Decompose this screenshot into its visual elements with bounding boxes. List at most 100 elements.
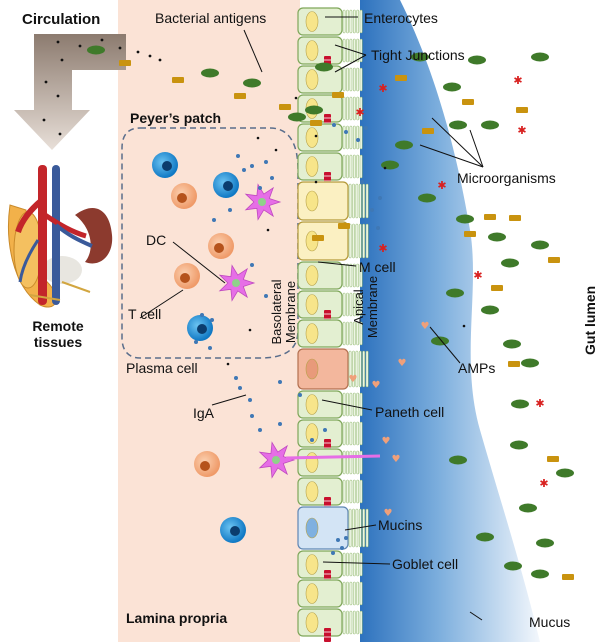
microvillus <box>349 263 353 288</box>
enterocyte <box>297 608 343 637</box>
microvillus <box>355 223 359 259</box>
microvillus <box>349 125 353 150</box>
microvillus <box>362 350 366 388</box>
antigen-dot <box>266 228 270 232</box>
iga-dot <box>331 551 335 555</box>
remote-tissues-illustration <box>8 165 113 308</box>
microorganism-green <box>504 561 522 571</box>
microvillus <box>342 479 346 504</box>
pathogen-red: ✱ <box>437 179 446 192</box>
microvillus <box>349 552 353 577</box>
microvillus <box>356 479 360 504</box>
microvillus <box>356 67 360 92</box>
microvillus <box>342 292 346 317</box>
bacterium-gold <box>338 223 350 229</box>
microvillus <box>349 421 353 446</box>
microvillus <box>356 9 360 34</box>
microvillus <box>342 321 346 346</box>
microvillus <box>352 263 356 288</box>
microvillus <box>346 421 349 446</box>
mucins-label: Mucins <box>378 517 423 533</box>
microvillus <box>346 292 349 317</box>
bacterium-gold <box>279 104 291 110</box>
basolateral-line1: Basolateral <box>269 279 284 345</box>
circulation-arrow <box>14 34 126 150</box>
cell-nucleus <box>305 127 319 148</box>
microvillus <box>356 292 360 317</box>
microvillus <box>352 350 355 388</box>
microvillus <box>346 610 349 635</box>
plasma-cell <box>187 315 213 341</box>
apical-membrane-label: Apical Membrane <box>351 262 380 352</box>
microvillus <box>349 479 353 504</box>
microvillus <box>356 38 360 63</box>
microorganism-green <box>531 240 549 250</box>
microvillus <box>352 392 356 417</box>
microvillus <box>356 610 360 635</box>
microvillus <box>342 67 346 92</box>
microorganism-green <box>288 112 306 122</box>
iga-dot <box>236 154 240 158</box>
microorganism-green <box>503 339 521 349</box>
dendritic-cell <box>258 441 296 479</box>
microvillus <box>356 392 360 417</box>
basolateral-membrane-label: Basolateral Membrane <box>269 252 298 372</box>
microvillus <box>349 96 353 121</box>
microvillus <box>346 96 349 121</box>
pathogen-red: ✱ <box>473 269 482 282</box>
microvillus <box>352 552 356 577</box>
cell-nucleus <box>305 190 319 212</box>
iga-dot <box>242 168 246 172</box>
cell-nucleus <box>305 323 319 344</box>
microvillus <box>355 350 359 388</box>
pathogen-red: ✱ <box>517 124 526 137</box>
microvillus <box>346 321 349 346</box>
microvillus <box>359 96 363 121</box>
iga-dot <box>364 126 368 130</box>
t-cell <box>171 183 197 209</box>
dendritic-cell-extension <box>285 454 381 460</box>
microorganism-green <box>521 358 539 368</box>
microvillus <box>348 223 352 259</box>
iga-dot <box>250 263 254 267</box>
remote-tissues-line1: Remote <box>32 318 84 334</box>
cell-nucleus <box>305 583 319 604</box>
microvillus <box>342 450 346 475</box>
microvillus <box>352 421 356 446</box>
microvillus <box>362 183 366 219</box>
microorganism-green <box>411 52 429 62</box>
cell-nucleus <box>305 452 319 473</box>
microvillus <box>342 154 346 179</box>
bacterium-gold <box>422 128 434 134</box>
t-cell <box>174 263 200 289</box>
iga-label: IgA <box>193 405 215 421</box>
enterocyte <box>297 448 343 477</box>
amp-peptide: ♥ <box>349 374 358 385</box>
bacterium-gold <box>462 99 474 105</box>
microvillus <box>342 610 346 635</box>
cell-nucleus <box>305 294 319 315</box>
iga-dot <box>212 218 216 222</box>
bacterium-gold <box>562 574 574 580</box>
cell-nucleus <box>305 11 319 32</box>
bacterium-gold <box>484 214 496 220</box>
enterocyte <box>297 390 343 419</box>
microvillus <box>342 552 346 577</box>
antigen-dot <box>383 166 387 170</box>
pathogen-red: ✱ <box>378 242 387 255</box>
bacterium-gold <box>508 361 520 367</box>
microvillus <box>358 350 362 388</box>
iga-dot <box>344 536 348 540</box>
microvillus <box>356 321 360 346</box>
dc-label: DC <box>146 232 167 248</box>
microorganism-green <box>501 258 519 268</box>
microvillus <box>352 223 355 259</box>
microvillus <box>342 9 346 34</box>
iga-dot <box>332 123 336 127</box>
pathogen-red: ✱ <box>539 477 548 490</box>
enterocytes-label: Enterocytes <box>364 10 438 26</box>
antigen-dot <box>314 180 318 184</box>
microorganism-green <box>456 214 474 224</box>
enterocyte <box>297 261 343 290</box>
t-cell <box>194 451 220 477</box>
